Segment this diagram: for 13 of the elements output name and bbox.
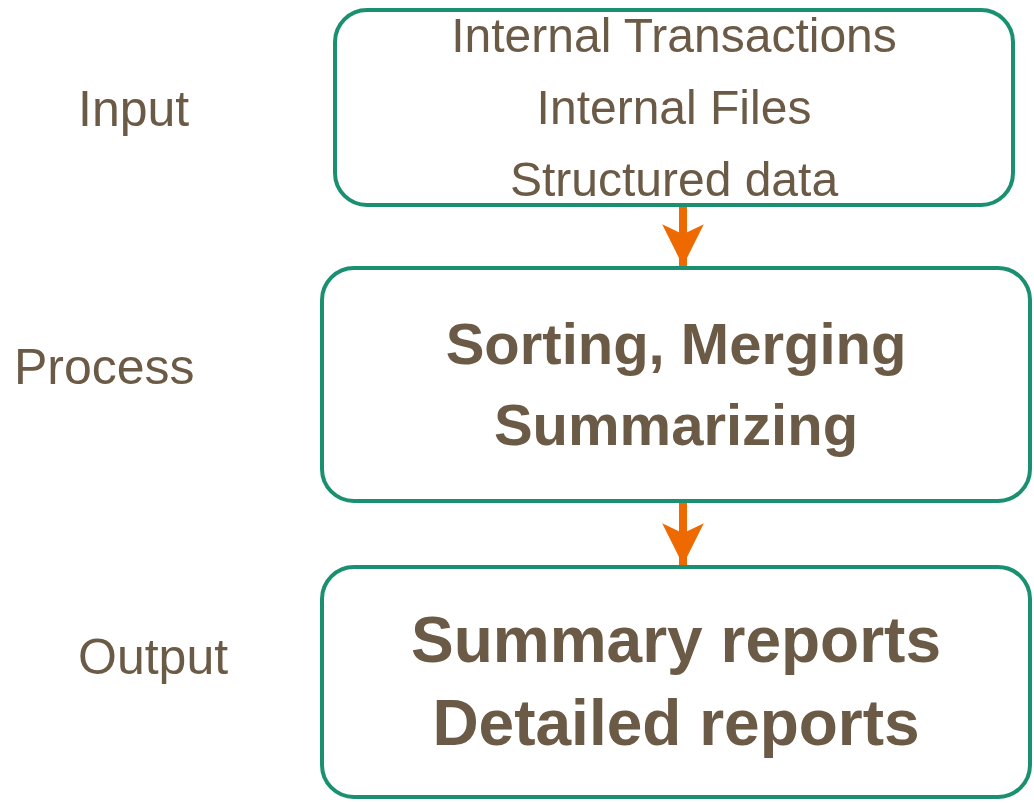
stage-label: Process (14, 338, 195, 396)
box-text: Internal Files (536, 79, 812, 136)
box-text: Internal Transactions (451, 7, 897, 64)
stage-label: Output (78, 628, 229, 686)
box-text: Summary reports Detailed reports (410, 602, 942, 761)
process-box (320, 565, 1032, 799)
box-text: Structured data (509, 151, 839, 208)
arrow (662, 503, 704, 565)
arrow (662, 207, 704, 266)
process-box (333, 8, 1015, 207)
box-text: Sorting, Merging Summarizing (444, 310, 908, 459)
process-box (320, 266, 1032, 503)
stage-label: Input (78, 80, 190, 138)
